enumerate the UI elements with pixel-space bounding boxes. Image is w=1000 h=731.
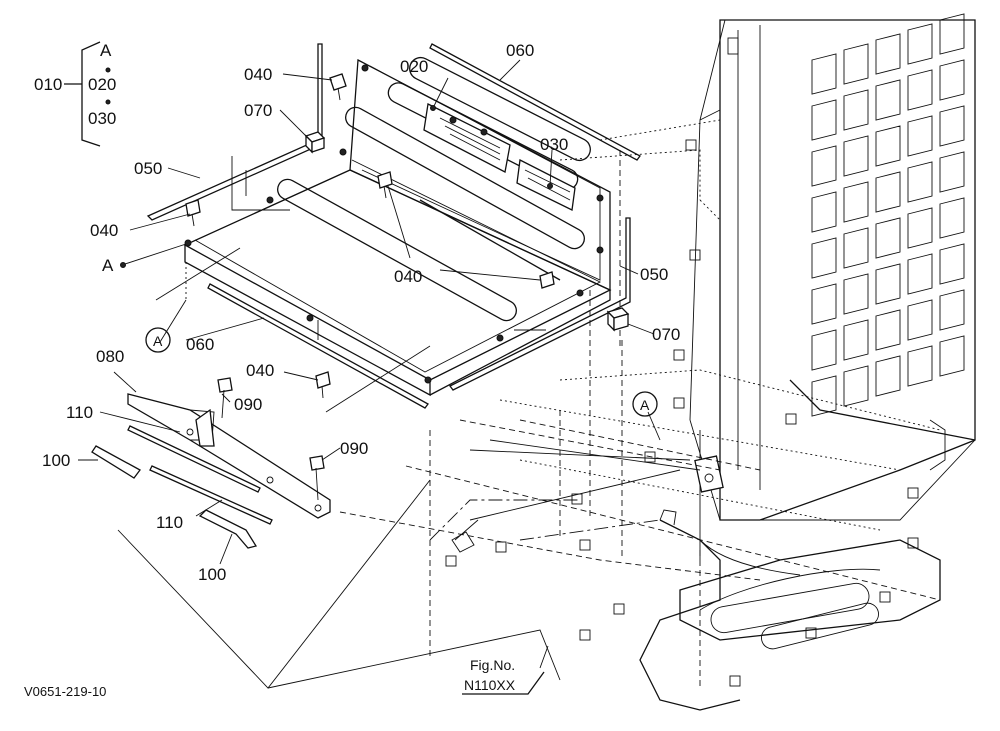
callout-030: 030: [540, 135, 568, 154]
strip-110: [127, 425, 273, 525]
callout-100-bottom: 100: [198, 565, 226, 584]
mesh-cell: [811, 375, 837, 417]
mesh-cell: [907, 299, 933, 341]
callout-100-left: 100: [42, 451, 70, 470]
mesh-cell: [811, 191, 837, 233]
mesh-grid: [811, 13, 965, 417]
callout-080: 080: [96, 347, 124, 366]
callout-040-center: 040: [394, 267, 422, 286]
mesh-cell: [811, 237, 837, 279]
callout-050-right: 050: [640, 265, 668, 284]
mesh-cell: [843, 43, 869, 85]
fig-underline: [462, 671, 545, 695]
mesh-cell: [939, 151, 965, 193]
circled-ref-text-left: A: [153, 333, 163, 349]
drawing-code: V0651-219-10: [24, 684, 106, 699]
group-member-030: 030: [88, 109, 116, 128]
mesh-cell: [843, 273, 869, 315]
fig-label: Fig.No.: [470, 657, 515, 673]
mesh-cell: [939, 289, 965, 331]
callout-090-left: 090: [234, 395, 262, 414]
guide-lines: [339, 119, 941, 690]
callout-a: A: [102, 256, 114, 275]
callout-060-top: 060: [506, 41, 534, 60]
circled-ref-a-right: [632, 391, 658, 417]
mesh-cell: [907, 23, 933, 65]
mesh-cell: [843, 365, 869, 407]
strip-100: [91, 445, 258, 549]
tray-assembly: [183, 56, 612, 397]
group-bracket: [64, 41, 111, 147]
mesh-cell: [939, 335, 965, 377]
mesh-cell: [811, 99, 837, 141]
callout-050-left: 050: [134, 159, 162, 178]
cushion-070: [304, 131, 630, 332]
mesh-cell: [875, 263, 901, 305]
mesh-cell: [907, 207, 933, 249]
group-member-020: 020: [88, 75, 116, 94]
bracket-080: [127, 377, 331, 519]
fig-number: N110XX: [464, 677, 516, 693]
machine-frame: [445, 19, 976, 711]
mesh-cell: [875, 79, 901, 121]
callout-090-right: 090: [340, 439, 368, 458]
mesh-cell: [811, 283, 837, 325]
mesh-cell: [939, 197, 965, 239]
mesh-cell: [907, 115, 933, 157]
mesh-cell: [875, 171, 901, 213]
group-label: 010: [34, 75, 62, 94]
mesh-cell: [939, 105, 965, 147]
mesh-cell: [875, 217, 901, 259]
mesh-cell: [907, 253, 933, 295]
mesh-cell: [843, 135, 869, 177]
mesh-cell: [811, 145, 837, 187]
mesh-cell: [939, 243, 965, 285]
circled-ref-text-right: A: [640, 397, 650, 413]
mesh-cell: [939, 13, 965, 55]
callout-110-bottom: 110: [156, 513, 183, 532]
callout-020: 020: [400, 57, 428, 76]
mesh-cell: [907, 161, 933, 203]
callout-060-bottom: 060: [186, 335, 214, 354]
gasket-strips: [146, 43, 641, 409]
mesh-cell: [843, 89, 869, 131]
mesh-cell: [811, 53, 837, 95]
mesh-cell: [939, 59, 965, 101]
callout-070-right: 070: [652, 325, 680, 344]
callout-070-top: 070: [244, 101, 272, 120]
bolt-040: [185, 73, 555, 399]
mesh-cell: [907, 345, 933, 387]
group-member-a: A: [100, 41, 112, 60]
callout-040-left: 040: [90, 221, 118, 240]
callout-040-bottom: 040: [246, 361, 274, 380]
mesh-cell: [843, 319, 869, 361]
mesh-cell: [843, 181, 869, 223]
view-lines: [117, 156, 561, 689]
labels: A 010 020 030 040 070 020 060 030 050 04…: [24, 41, 680, 699]
mesh-cell: [875, 33, 901, 75]
mesh-cell: [843, 227, 869, 269]
callout-110-top: 110: [66, 403, 93, 422]
leader-lines: [78, 59, 661, 669]
mesh-cell: [907, 69, 933, 111]
mesh-cell: [875, 355, 901, 397]
mesh-cell: [875, 125, 901, 167]
circled-ref-marks: [145, 327, 658, 417]
callout-040-top: 040: [244, 65, 272, 84]
mesh-cell: [811, 329, 837, 371]
circled-ref-a-left: [145, 327, 171, 353]
mesh-cell: [875, 309, 901, 351]
